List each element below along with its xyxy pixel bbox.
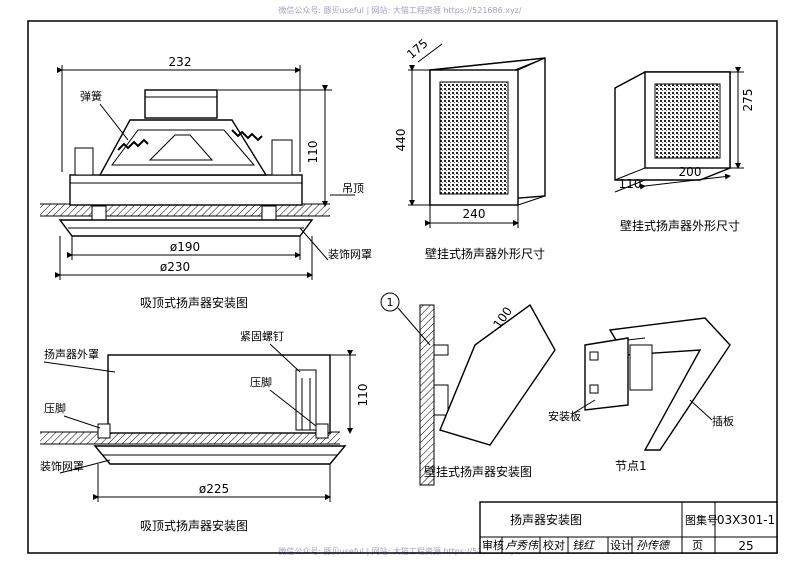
label-clamp-right: 压脚 xyxy=(250,375,272,389)
page-no: 25 xyxy=(738,539,753,553)
label-mount-plate: 安装板 xyxy=(548,409,581,423)
title-block: 扬声器安装图 图集号 03X301-1 审核 卢秀伟 校对 钱红 设计 孙传德 … xyxy=(479,501,778,554)
dim-110-small: 110 xyxy=(619,177,642,191)
dim-175: 175 xyxy=(404,36,431,61)
page-label: 页 xyxy=(692,539,703,552)
watermark-top: 微信公众号: 豚贝useful | 网站: 大猫工程资源 https://521… xyxy=(278,5,521,15)
review-label: 审核 xyxy=(482,538,504,552)
checker-signature: 钱红 xyxy=(572,539,596,552)
watermark-bottom: 微信公众号: 豚贝useful | 网站: 大猫工程资源 https://521… xyxy=(278,546,521,556)
dim-110-bottom: 110 xyxy=(356,384,370,407)
label-grille-bottom: 装饰网罩 xyxy=(40,459,84,473)
check-label: 校对 xyxy=(543,538,565,552)
label-housing: 扬声器外罩 xyxy=(44,347,99,361)
dim-190: ø190 xyxy=(170,240,200,254)
ceiling-speaker-install: 110 ø225 扬声器外罩 紧固螺钉 压脚 压脚 装饰网罩 吸顶式扬声器安装图 xyxy=(40,330,370,533)
wall-box-small: 275 110 200 壁挂式扬声器外形尺寸 xyxy=(614,67,755,233)
dim-225: ø225 xyxy=(199,482,229,496)
atlas-label: 图集号 xyxy=(685,513,718,527)
caption-wall-install: 壁挂式扬声器安装图 xyxy=(424,464,532,479)
dim-110-top: 110 xyxy=(306,141,320,164)
caption-wall-box-large: 壁挂式扬声器外形尺寸 xyxy=(425,246,545,261)
dim-230: ø230 xyxy=(160,260,190,274)
dim-240: 240 xyxy=(463,207,486,221)
callout-1: 1 xyxy=(387,296,394,309)
caption-ceiling-bottom: 吸顶式扬声器安装图 xyxy=(140,518,248,533)
label-spring: 弹簧 xyxy=(80,89,102,103)
reviewer-signature: 卢秀伟 xyxy=(505,539,540,552)
label-screw: 紧固螺钉 xyxy=(240,330,284,343)
atlas-no: 03X301-1 xyxy=(717,513,775,527)
wall-install-detail: 1 100 壁挂式扬声器安装图 xyxy=(380,292,556,486)
label-grille-top: 装饰网罩 xyxy=(328,247,372,261)
dim-275: 275 xyxy=(741,89,755,112)
title-block-title: 扬声器安装图 xyxy=(510,512,582,527)
label-clamp-left: 压脚 xyxy=(44,401,66,415)
design-label: 设计 xyxy=(610,539,632,552)
caption-wall-box-small: 壁挂式扬声器外形尺寸 xyxy=(620,218,740,233)
dim-232: 232 xyxy=(169,55,192,69)
caption-ceiling-top: 吸顶式扬声器安装图 xyxy=(140,295,248,310)
dim-200: 200 xyxy=(679,165,702,179)
caption-node-1: 节点1 xyxy=(615,459,647,473)
label-insert-plate: 插板 xyxy=(712,414,734,428)
label-ceiling: 吊顶 xyxy=(342,182,364,195)
wall-box-large: 440 175 240 壁挂式扬声器外形尺寸 xyxy=(394,36,546,261)
node-1-detail: 安装板 插板 节点1 xyxy=(548,317,734,473)
ceiling-speaker-section: 232 110 ø190 ø230 弹簧 吊顶 装饰网罩 吸顶式扬声器安装图 xyxy=(40,55,372,310)
dim-440: 440 xyxy=(394,129,408,152)
sheet-border xyxy=(27,20,778,554)
designer-signature: 孙传德 xyxy=(636,539,671,552)
